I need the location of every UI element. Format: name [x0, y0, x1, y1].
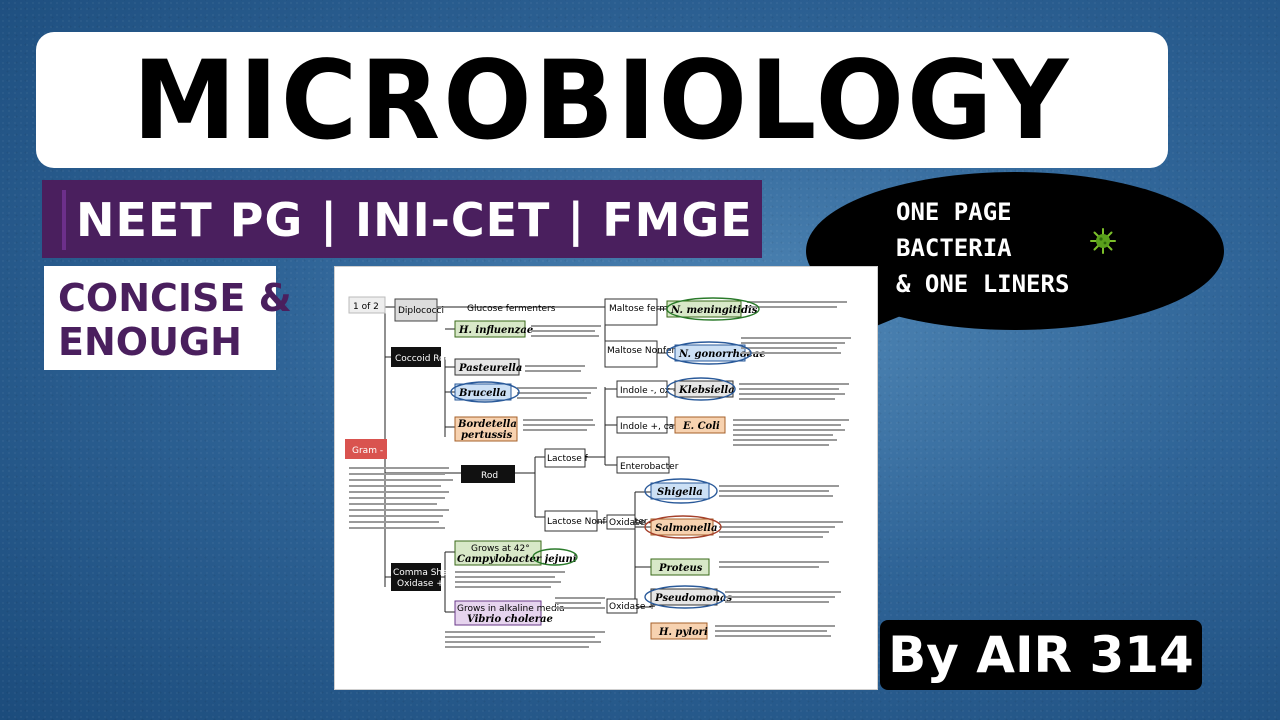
speech-bubble-text: ONE PAGE BACTERIA & ONE LINERS [896, 194, 1196, 302]
label-vibrio-head: Grows in alkaline media [457, 604, 565, 614]
label-glucose: Glucose fermenters [467, 304, 556, 314]
flowchart-sheet: 1 of 2 Gram - Diplococci Coccoid Rod Rod… [334, 266, 878, 690]
org-bordetella: Bordetella [457, 419, 517, 430]
org-brucella: Brucella [458, 388, 507, 399]
bubble-line-1: ONE PAGE [896, 198, 1012, 226]
bubble-line-3: & ONE LINERS [896, 270, 1070, 298]
tagline-line-1: CONCISE & [58, 276, 292, 320]
author-badge: By AIR 314 [880, 620, 1202, 690]
tagline-box: CONCISE & ENOUGH [44, 266, 292, 370]
org-shigella: Shigella [657, 487, 703, 498]
label-oxidase-neg: Oxidase - [609, 518, 651, 528]
org-proteus: Proteus [658, 563, 703, 574]
group-comma: Comma Shaped [393, 568, 465, 578]
org-h-influenzae: H. influenzae [458, 325, 533, 336]
page-label: 1 of 2 [353, 302, 379, 312]
group-diplococci: Diplococci [398, 306, 444, 316]
bubble-line-2: BACTERIA [896, 234, 1012, 262]
org-e-coli: E. Coli [682, 421, 720, 432]
label-lactose-nf: Lactose Nonfermenter [547, 517, 648, 527]
org-klebsiella: Klebsiella [678, 385, 735, 396]
label-indole-pos: Indole +, cat+ [620, 422, 685, 432]
org-pertussis: pertussis [461, 430, 513, 441]
root-node: Gram - [352, 446, 383, 456]
title-banner: MICROBIOLOGY [36, 32, 1168, 168]
group-comma-ox: Oxidase + [397, 579, 444, 589]
org-pseudomonas: Pseudomonas [654, 593, 732, 604]
label-maltose-nf: Maltose Nonferm, ox + [607, 346, 711, 356]
label-lactose-f: Lactose f [547, 454, 589, 464]
author-label: By AIR 314 [888, 626, 1194, 684]
org-n-gonorrhoeae: N. gonorrhoeae [678, 349, 766, 360]
org-h-pylori: H. pylori [658, 627, 708, 638]
exam-banner: NEET PG | INI-CET | FMGE [62, 190, 758, 250]
org-salmonella: Salmonella [655, 523, 717, 534]
label-enterobacter: Enterobacter [620, 462, 679, 472]
exam-list: NEET PG | INI-CET | FMGE [76, 193, 753, 247]
group-coccoid-rod: Coccoid Rod [395, 354, 450, 364]
label-oxidase-pos: Oxidase + [609, 602, 656, 612]
org-vibrio: Vibrio cholerae [467, 614, 553, 625]
org-n-meningitidis: N. meningitidis [670, 305, 758, 316]
flowchart-svg: 1 of 2 Gram - Diplococci Coccoid Rod Rod… [345, 296, 851, 648]
page-title: MICROBIOLOGY [132, 35, 1072, 165]
label-indole-neg: Indole -, ox - [620, 386, 676, 396]
group-rod: Rod [481, 471, 498, 481]
org-pasteurella: Pasteurella [458, 363, 522, 374]
tagline-line-2: ENOUGH [58, 320, 242, 364]
virus-icon [1090, 228, 1116, 254]
org-campylobacter: Campylobacter jejuni [457, 554, 577, 565]
label-maltose-f: Maltose fermenter [609, 304, 692, 314]
label-campy-head: Grows at 42° [471, 544, 530, 554]
